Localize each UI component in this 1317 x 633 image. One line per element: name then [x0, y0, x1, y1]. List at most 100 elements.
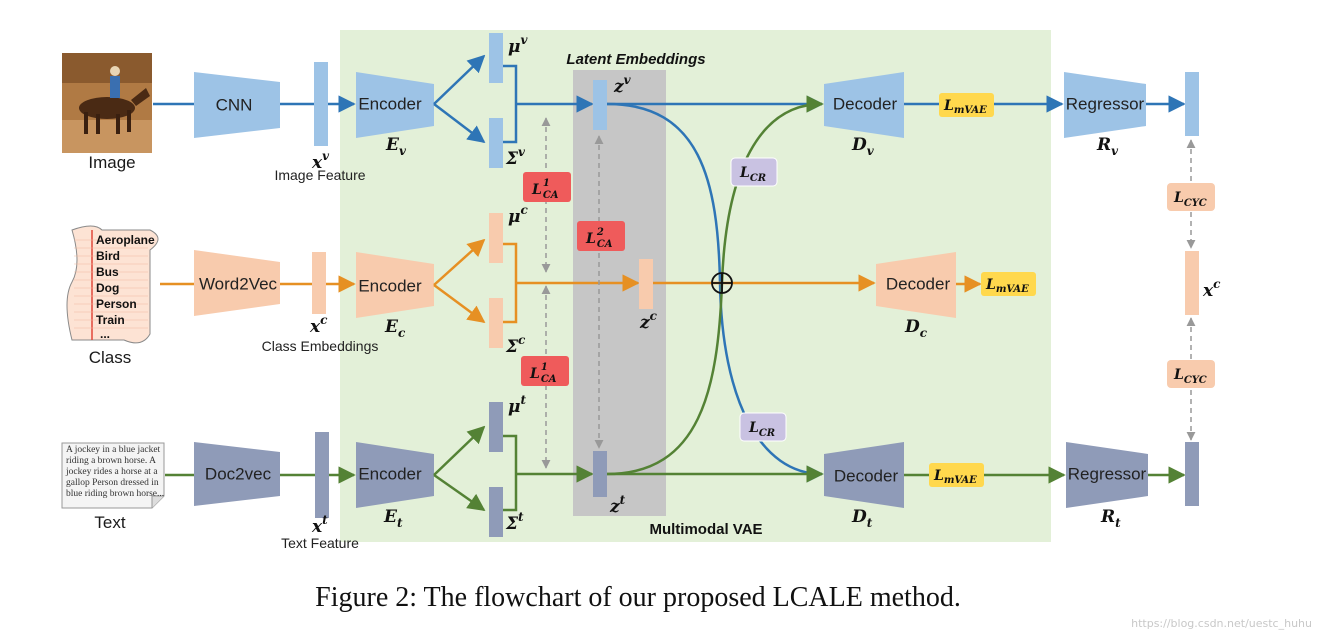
image-feature-bar — [314, 62, 328, 146]
reparam-text — [503, 434, 594, 512]
fusion-sum-node — [711, 272, 733, 294]
encoder-text-symbol: Et — [383, 507, 403, 530]
encoder-class-label: Encoder — [358, 277, 422, 296]
regressed-visual-output-bar — [1185, 72, 1199, 136]
image-feature-symbol: xv — [311, 149, 330, 173]
text-line: jockey rides a horse at a — [65, 467, 158, 477]
mu-class-bar — [489, 213, 503, 263]
decoder-text-label: Decoder — [834, 467, 899, 486]
regressor-visual-symbol: Rv — [1096, 135, 1119, 158]
latent-class-bar — [639, 259, 653, 309]
sigma-text-symbol: Σt — [505, 510, 524, 534]
encoder-class-fanout — [433, 238, 486, 324]
encoder-visual-label: Encoder — [358, 95, 422, 114]
text-feature-caption: Text Feature — [281, 535, 359, 551]
latent-text-bar — [593, 451, 607, 497]
sigma-visual-symbol: Σv — [505, 145, 526, 169]
svg-text:LmVAE: LmVAE — [933, 468, 977, 486]
cnn-extractor — [194, 72, 280, 138]
word2vec-label: Word2Vec — [199, 275, 278, 294]
encoder-visual-symbol: Ev — [385, 135, 407, 158]
decoder-class-symbol: Dc — [904, 317, 928, 340]
mu-visual-bar — [489, 33, 503, 83]
image-feature-caption: Image Feature — [274, 167, 365, 183]
class-item: Person — [96, 297, 137, 311]
latent-visual-symbol: zv — [613, 73, 632, 97]
loss-mvae-text-badge: LmVAE — [929, 463, 984, 487]
sigma-visual-bar — [489, 118, 503, 168]
input-text-document — [61, 442, 165, 509]
input-image-thumbnail — [62, 53, 152, 153]
encoder-class — [356, 252, 434, 318]
class-target-symbol: xc — [1202, 277, 1221, 301]
decoder-visual-symbol: Dv — [851, 135, 875, 158]
latent-text-symbol: zt — [609, 493, 626, 517]
watermark: https://blog.csdn.net/uestc_huhu — [1131, 617, 1312, 630]
encoder-text — [356, 442, 434, 508]
class-feature-symbol: xc — [309, 313, 328, 337]
class-item: Aeroplane — [96, 233, 155, 247]
cnn-label: CNN — [216, 96, 253, 115]
text-line: gallop Person dressed in — [66, 478, 159, 488]
text-line: riding a brown horse. A — [66, 456, 156, 466]
text-line: blue riding brown horse... — [66, 489, 164, 499]
loss-cyc-bottom-badge: LCYC — [1167, 360, 1215, 388]
class-embedding-caption: Class Embeddings — [262, 338, 379, 354]
class-target-bar — [1185, 251, 1199, 315]
decoder-class — [876, 252, 956, 318]
regressed-text-output-bar — [1185, 442, 1199, 506]
sigma-text-bar — [489, 487, 503, 537]
regressor-text-label: Regressor — [1068, 465, 1147, 484]
class-caption: Class — [89, 348, 132, 367]
decoder-text — [824, 442, 904, 508]
decoder-visual-label: Decoder — [833, 95, 898, 114]
decoder-visual — [824, 72, 904, 138]
svg-text:LCYC: LCYC — [1173, 367, 1207, 386]
svg-text:LCR: LCR — [748, 420, 775, 439]
encoder-text-label: Encoder — [358, 465, 422, 484]
class-embedding-bar — [312, 252, 326, 314]
text-feature-bar — [315, 432, 329, 518]
loss-mvae-visual-badge: LmVAE — [939, 93, 994, 117]
mu-text-bar — [489, 402, 503, 452]
regressor-text — [1066, 442, 1148, 508]
text-document-lines: A jockey in a blue jacket riding a brown… — [65, 445, 164, 499]
class-item: Dog — [96, 281, 119, 295]
class-item: ... — [100, 327, 110, 341]
encoder-visual-fanout — [433, 54, 486, 144]
image-caption: Image — [88, 153, 135, 172]
input-class-list-document — [66, 225, 159, 344]
encoder-visual — [356, 72, 434, 138]
regressor-text-symbol: Rt — [1100, 507, 1121, 530]
figure-caption: Figure 2: The flowchart of our proposed … — [315, 582, 961, 613]
encoder-class-symbol: Ec — [384, 317, 406, 340]
loss-mvae-class-badge: LmVAE — [981, 272, 1036, 296]
decoder-class-label: Decoder — [886, 275, 951, 294]
class-item: Train — [96, 313, 125, 327]
latent-class-symbol: zc — [639, 309, 658, 333]
multimodal-vae-title: Multimodal VAE — [649, 521, 762, 538]
regressor-visual-label: Regressor — [1066, 95, 1145, 114]
sigma-class-bar — [489, 298, 503, 348]
svg-text:LmVAE: LmVAE — [985, 277, 1029, 295]
latent-visual-bar — [593, 80, 607, 130]
doc2vec-extractor — [194, 442, 280, 506]
class-item: Bus — [96, 265, 119, 279]
latent-embeddings-title: Latent Embeddings — [566, 51, 705, 68]
text-feature-symbol: xt — [311, 513, 328, 537]
mu-visual-symbol: μv — [508, 33, 528, 57]
encoder-text-fanout — [433, 425, 486, 512]
reparam-visual — [503, 64, 594, 144]
doc2vec-label: Doc2vec — [205, 465, 272, 484]
loss-cyc-top-badge: LCYC — [1167, 183, 1215, 211]
sigma-class-symbol: Σc — [505, 333, 526, 357]
mu-class-symbol: μc — [508, 203, 528, 227]
loss-cr-top-badge: LCR — [730, 157, 778, 187]
